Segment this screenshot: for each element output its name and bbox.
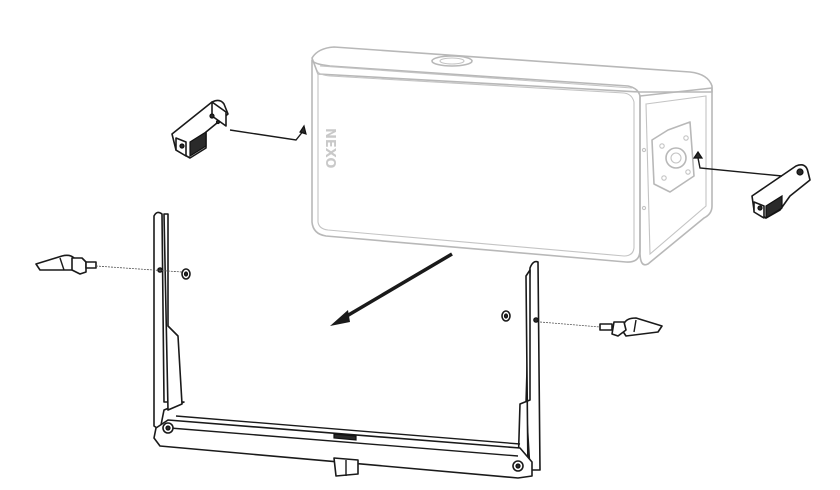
right-knob-guide-line — [539, 321, 601, 328]
right-handle-knob — [599, 317, 663, 337]
right-bracket-arrow — [697, 157, 783, 177]
left-side-bracket — [171, 99, 229, 159]
left-handle-knob — [35, 254, 97, 275]
brand-logo: NEXO — [322, 128, 337, 168]
u-bracket — [153, 211, 541, 479]
left-knob-guide-line — [95, 265, 183, 273]
left-washer — [181, 268, 191, 280]
speaker-cabinet: NEXO — [311, 46, 713, 266]
right-side-bracket — [751, 164, 811, 220]
left-bracket-arrow — [229, 129, 305, 141]
right-washer — [501, 310, 511, 322]
assembly-direction-arrow — [330, 252, 453, 326]
